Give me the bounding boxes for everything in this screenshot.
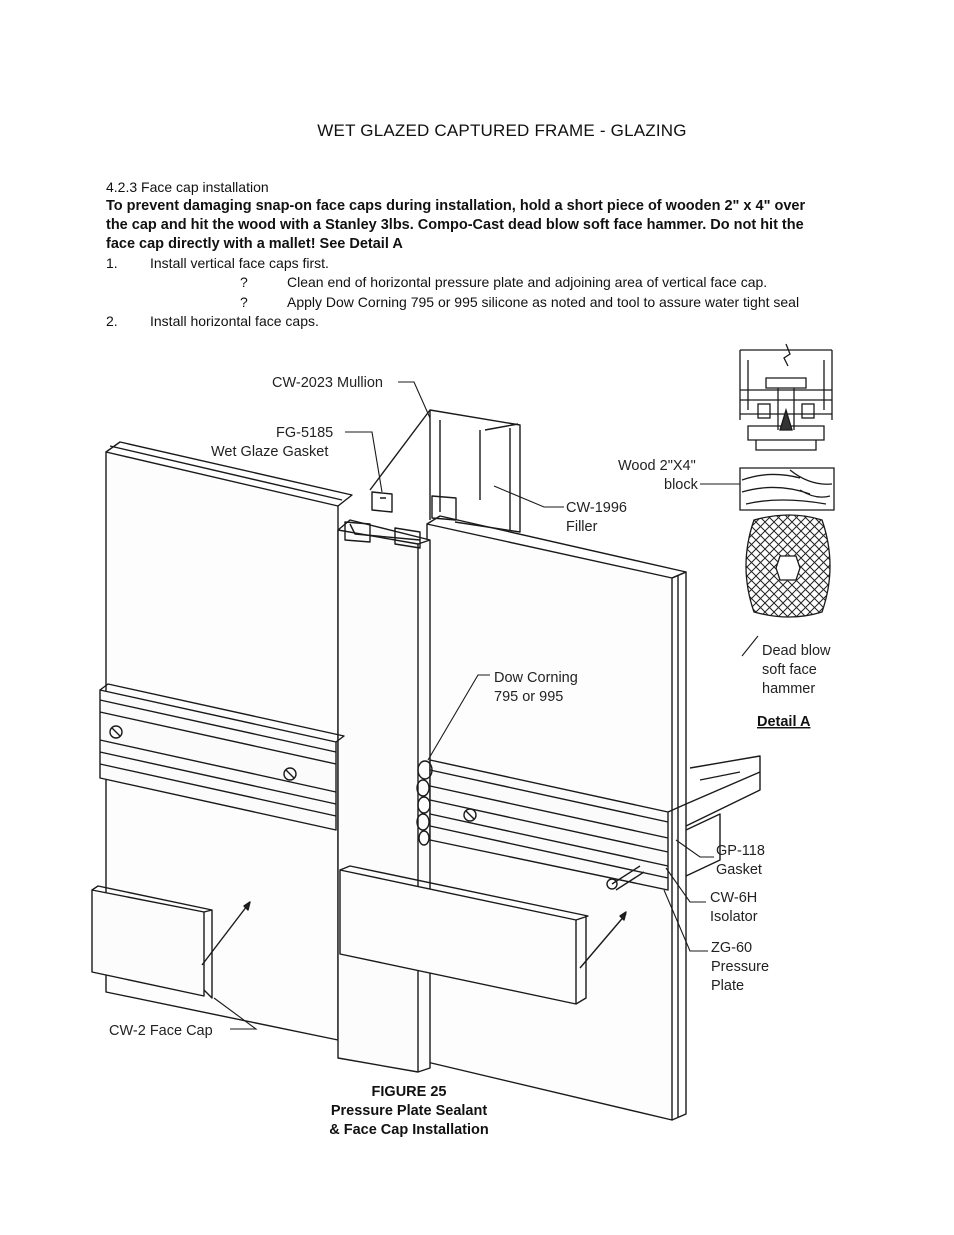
label-filler-code: CW-1996 xyxy=(566,500,627,516)
wood-block xyxy=(739,467,835,511)
figure-caption-number: FIGURE 25 xyxy=(372,1084,447,1100)
label-cw6h: CW-6H xyxy=(710,890,757,906)
label-gasket-name: Wet Glaze Gasket xyxy=(211,444,328,460)
label-cw6h-name: Isolator xyxy=(710,909,758,925)
center-face-cap xyxy=(339,865,627,1005)
silicone-sealant-beads xyxy=(416,760,433,846)
step-text: Install horizontal face caps. xyxy=(150,313,319,329)
label-dow-corning-grade: 795 or 995 xyxy=(494,689,563,705)
vertical-face-cap xyxy=(337,519,431,1073)
label-hammer-3: hammer xyxy=(762,681,815,697)
substep-text: Apply Dow Corning 795 or 995 silicone as… xyxy=(287,294,800,310)
substep-bullet: ? xyxy=(240,274,248,290)
label-dow-corning: Dow Corning xyxy=(494,670,578,686)
left-horizontal-pressure-plate xyxy=(99,683,345,831)
right-horizontal-pressure-plate xyxy=(429,755,761,891)
label-zg60-name-1: Pressure xyxy=(711,959,769,975)
label-hammer-1: Dead blow xyxy=(762,643,831,659)
label-mullion: CW-2023 Mullion xyxy=(272,375,383,391)
warning-line: face cap directly with a mallet! See Det… xyxy=(106,236,403,252)
step-number: 1. xyxy=(106,255,118,271)
mullion-section xyxy=(369,409,521,533)
warning-line: the cap and hit the wood with a Stanley … xyxy=(106,217,804,233)
label-wood-block: Wood 2"X4" xyxy=(618,458,696,474)
label-detail-a: Detail A xyxy=(757,714,811,730)
step-number: 2. xyxy=(106,313,118,329)
page-title: WET GLAZED CAPTURED FRAME - GLAZING xyxy=(317,121,687,140)
label-wood-block-2: block xyxy=(664,477,699,493)
label-gasket-code: FG-5185 xyxy=(276,425,333,441)
figure-caption-line: Pressure Plate Sealant xyxy=(331,1103,488,1119)
label-zg60-name-2: Plate xyxy=(711,978,744,994)
screw-icon xyxy=(611,865,645,891)
section-heading: 4.2.3 Face cap installation xyxy=(106,179,269,195)
label-zg60: ZG-60 xyxy=(711,940,752,956)
leader-lines xyxy=(213,381,759,1030)
step-text: Install vertical face caps first. xyxy=(150,255,329,271)
label-gp118-name: Gasket xyxy=(716,862,762,878)
warning-paragraph: To prevent damaging snap-on face caps du… xyxy=(106,197,866,254)
warning-line: To prevent damaging snap-on face caps du… xyxy=(106,198,806,214)
label-gp118: GP-118 xyxy=(716,843,765,859)
substep-text: Clean end of horizontal pressure plate a… xyxy=(287,274,768,290)
detail-a-drawing xyxy=(739,343,835,618)
label-filler-name: Filler xyxy=(566,519,598,535)
figure-caption-line: & Face Cap Installation xyxy=(329,1122,489,1138)
left-face-cap xyxy=(91,885,251,999)
label-hammer-2: soft face xyxy=(762,662,817,678)
label-face-cap: CW-2 Face Cap xyxy=(109,1023,213,1039)
substep-bullet: ? xyxy=(240,294,248,310)
